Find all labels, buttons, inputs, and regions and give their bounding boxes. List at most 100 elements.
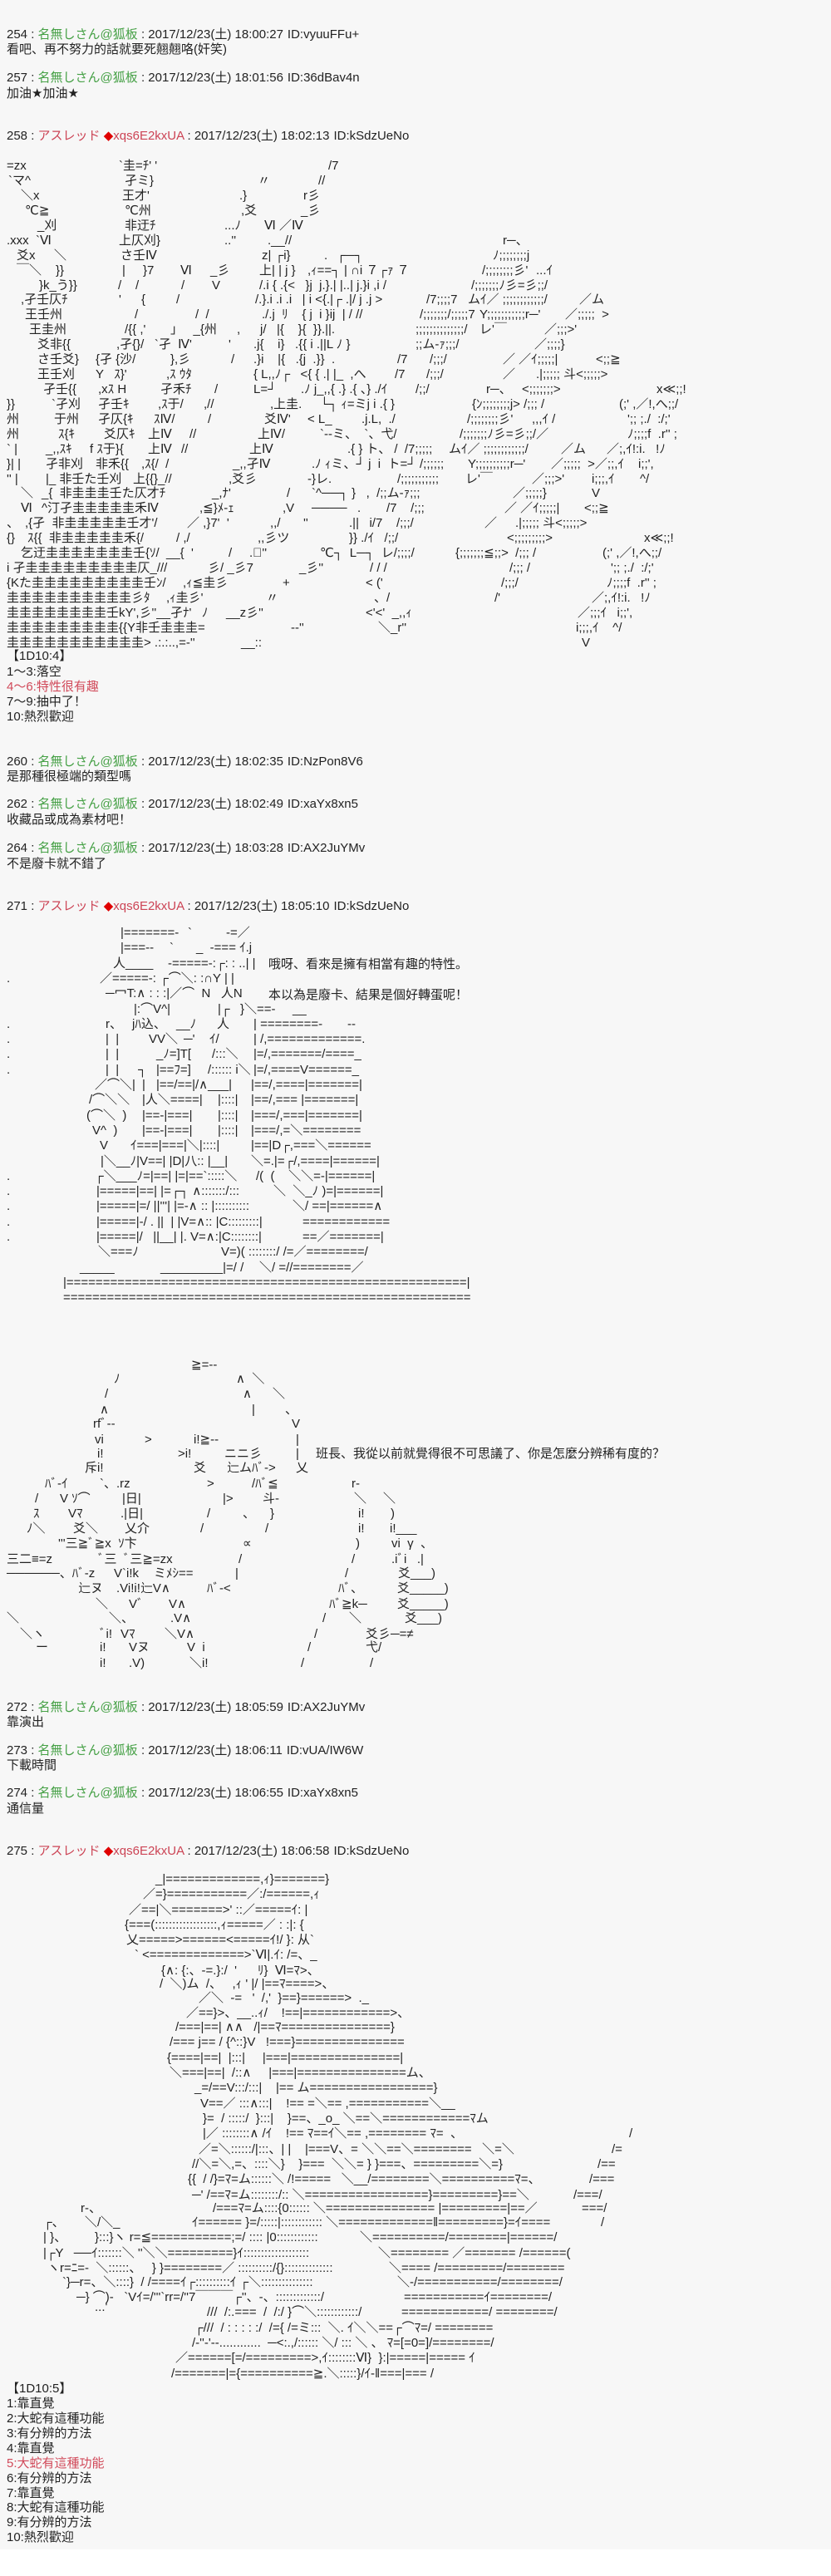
ascii-art-fragment: '' | (7, 472, 18, 486)
poster-id: ID:NzPon8V6 (287, 755, 363, 769)
ascii-art-fragment: 非迂ﾁ (125, 219, 156, 233)
ascii-art-fragment: ＼===|==| /::∧ |===|===============ム、 (170, 2066, 431, 2080)
post-number[interactable]: 254 (7, 27, 28, 42)
ascii-art-fragment: i;;;,ｲ (592, 472, 615, 486)
ascii-art-fragment: 圭圭圭圭圭圭圭圭圭圭圭> .:.:..,=-'' (7, 636, 195, 650)
ascii-art-fragment: / (629, 2126, 633, 2141)
ascii-art-fragment: 圭圭圭圭圭圭圭圭圭圭彡ﾀ (7, 591, 150, 605)
ascii-art-fragment: | (296, 1447, 299, 1461)
ascii-art-fragment: ／=}===========／:/======,ｨ (143, 1887, 320, 1901)
ascii-art-fragment: .} (239, 189, 248, 203)
ascii-art-fragment: |:⌒V^| (134, 1002, 171, 1016)
ascii-art-fragment: vi γ 、 (391, 1536, 434, 1551)
ascii-art-fragment: さ壬Ⅳ (120, 248, 157, 263)
ascii-art-fragment: / / / (370, 561, 387, 575)
ascii-art-fragment: }= / :::::/ }:::| }==、_o_ ＼==＼==========… (203, 2111, 489, 2126)
ascii-art-fragment: _ﾉ=]T[ (156, 1047, 192, 1061)
ascii-art-fragment: 爻___) (398, 1566, 436, 1581)
ascii-art-fragment: _,,孑Ⅳ (233, 457, 271, 471)
ascii-art-fragment: __ﾉ (176, 1017, 197, 1031)
ascii-art-fragment: ';; ;./ :/;' (611, 561, 654, 575)
ascii-art-fragment: 乂 (296, 1461, 309, 1475)
ascii-art-fragment: ＼x (21, 189, 40, 203)
ascii-art-fragment: ,,彡ツ (258, 531, 290, 545)
ascii-art-fragment: ===/ (582, 2201, 607, 2215)
ascii-art-fragment: ＼_r'' (378, 621, 407, 635)
ascii-art-fragment: ^/ (640, 472, 650, 486)
ascii-art-fragment: / (176, 293, 180, 307)
ascii-art-fragment: 圭圭圭圭圭圭圭圭圭{{Y非壬圭圭圭= (7, 621, 205, 635)
ascii-art-fragment: 上仄刈} (119, 234, 161, 248)
post-number[interactable]: 274 (7, 1786, 28, 1800)
separator: : (137, 755, 149, 769)
ascii-art-fragment: V (582, 636, 591, 650)
ascii-art-fragment: |===/,===|=======| (251, 1109, 362, 1123)
separator: : (184, 899, 194, 913)
post-number[interactable]: 273 (7, 1743, 28, 1757)
ascii-art-fragment: /7 (397, 352, 408, 366)
post-number[interactable]: 264 (7, 841, 28, 855)
ascii-art-fragment: ＼i! (189, 1656, 209, 1670)
ascii-art-fragment: 〃 (266, 591, 279, 605)
dice-title: 【1D10:4】 (7, 649, 72, 663)
post-date: 2017/12/23(土) 18:01:56 (148, 71, 283, 85)
ascii-art-fragment: 王才' (122, 189, 150, 203)
ascii-art-fragment: └┐ ｨ=ミj i .{ } (320, 397, 396, 411)
ascii-art-fragment: /( ( ＼＼=-|======| (256, 1169, 376, 1183)
ascii-art-fragment: ℃≧ (25, 204, 50, 218)
ascii-art-fragment: . (7, 1199, 11, 1213)
ascii-art-fragment: ,孑{}/ `孑 Ⅳ' (116, 337, 192, 351)
ascii-art-fragment: |＼__ﾉ|V==| |D|八:: |__| (101, 1154, 229, 1168)
ascii-art-fragment: }:::}ヽ r=≦===========;=/ :::: |0::::::::… (95, 2230, 318, 2244)
ascii-art-fragment: } (270, 1507, 275, 1521)
post-number[interactable]: 271 (7, 899, 28, 913)
ascii-art-fragment: . (7, 1169, 11, 1183)
ascii-art-fragment: 三二≡=z (7, 1552, 53, 1566)
post-header: 271 : アスレッド ◆xqs6E2kxUA : 2017/12/23(土) … (7, 899, 409, 914)
ascii-art-fragment: ｽⅣ/ (154, 412, 175, 426)
post-number[interactable]: 262 (7, 797, 28, 811)
dice-option: 8:大蛇有這種功能 (7, 2500, 105, 2515)
ascii-art-fragment: . (7, 971, 11, 986)
ascii-art-fragment: {{ / /}=ﾏ=ム::::::＼ /!===== ＼__/========＼… (188, 2172, 541, 2186)
ascii-art-fragment: 王壬州 (25, 307, 63, 322)
ascii-art-fragment: 王壬刈 (37, 367, 76, 381)
ascii-art-fragment: .{ } ト、 / /7;;;;; (347, 442, 433, 456)
ascii-art-fragment: }k_う}} (39, 278, 77, 293)
ascii-art-fragment: _________|=/ / (160, 1261, 244, 1275)
post-number[interactable]: 275 (7, 1844, 28, 1858)
ascii-art-fragment: ﾉ (114, 1372, 120, 1386)
ascii-art-fragment: ／ ／ｲ;;;;;| (504, 501, 560, 515)
ascii-art-fragment: {====|==| |:::| |===|===============| (167, 2051, 404, 2065)
dice-option-highlighted: 4～6:特性很有趣 (7, 680, 99, 694)
post-number[interactable]: 260 (7, 755, 28, 769)
ascii-art-fragment: ,,,ｲ / (532, 412, 556, 426)
ascii-art-fragment: 上Ⅳ/ (258, 427, 286, 441)
post-number[interactable]: 272 (7, 1700, 28, 1714)
post-date: 2017/12/23(土) 18:06:55 (148, 1786, 283, 1800)
ascii-art-fragment: i;;;,ｲ ^/ (576, 621, 622, 635)
ascii-art-fragment: .|日| (120, 1507, 143, 1521)
ascii-art-fragment: さ壬爻} (37, 352, 80, 366)
trip-diamond-icon: ◆ (103, 899, 114, 913)
poster-trip: xqs6E2kxUA (113, 899, 184, 913)
ascii-art-fragment: |┌Y ──ｲ:::::::＼ ''＼＼=========}ｲ:::::::::… (43, 2246, 310, 2260)
ascii-art-fragment: | ========- (253, 1017, 323, 1031)
post-number[interactable]: 257 (7, 71, 28, 85)
separator: : (137, 27, 149, 42)
ascii-art-fragment: / (314, 1627, 318, 1641)
ascii-art-fragment: >i! (178, 1447, 192, 1461)
ascii-art-fragment: ﾞi! (100, 1627, 113, 1641)
ascii-art-fragment: i 孑圭圭圭圭圭圭圭圭圭仄_/// (7, 561, 168, 575)
ascii-art-fragment: vi (95, 1433, 104, 1447)
ascii-art-fragment: |==/,====|=======| (251, 1078, 362, 1092)
ascii-art-fragment: / (231, 352, 235, 366)
post-number[interactable]: 258 (7, 129, 28, 143)
ascii-art-fragment: _,,ｽｷ (46, 442, 72, 456)
ascii-art-fragment: |／ ::::::::∧ /ｲ !== ﾏ==ｲ＼== ,======== ﾏ=… (203, 2126, 463, 2141)
ascii-art-fragment: 斥i! (85, 1461, 104, 1475)
separator: : (137, 71, 149, 85)
ascii-art-fragment: . (7, 1184, 11, 1198)
ascii-art-fragment: / (322, 1611, 327, 1625)
